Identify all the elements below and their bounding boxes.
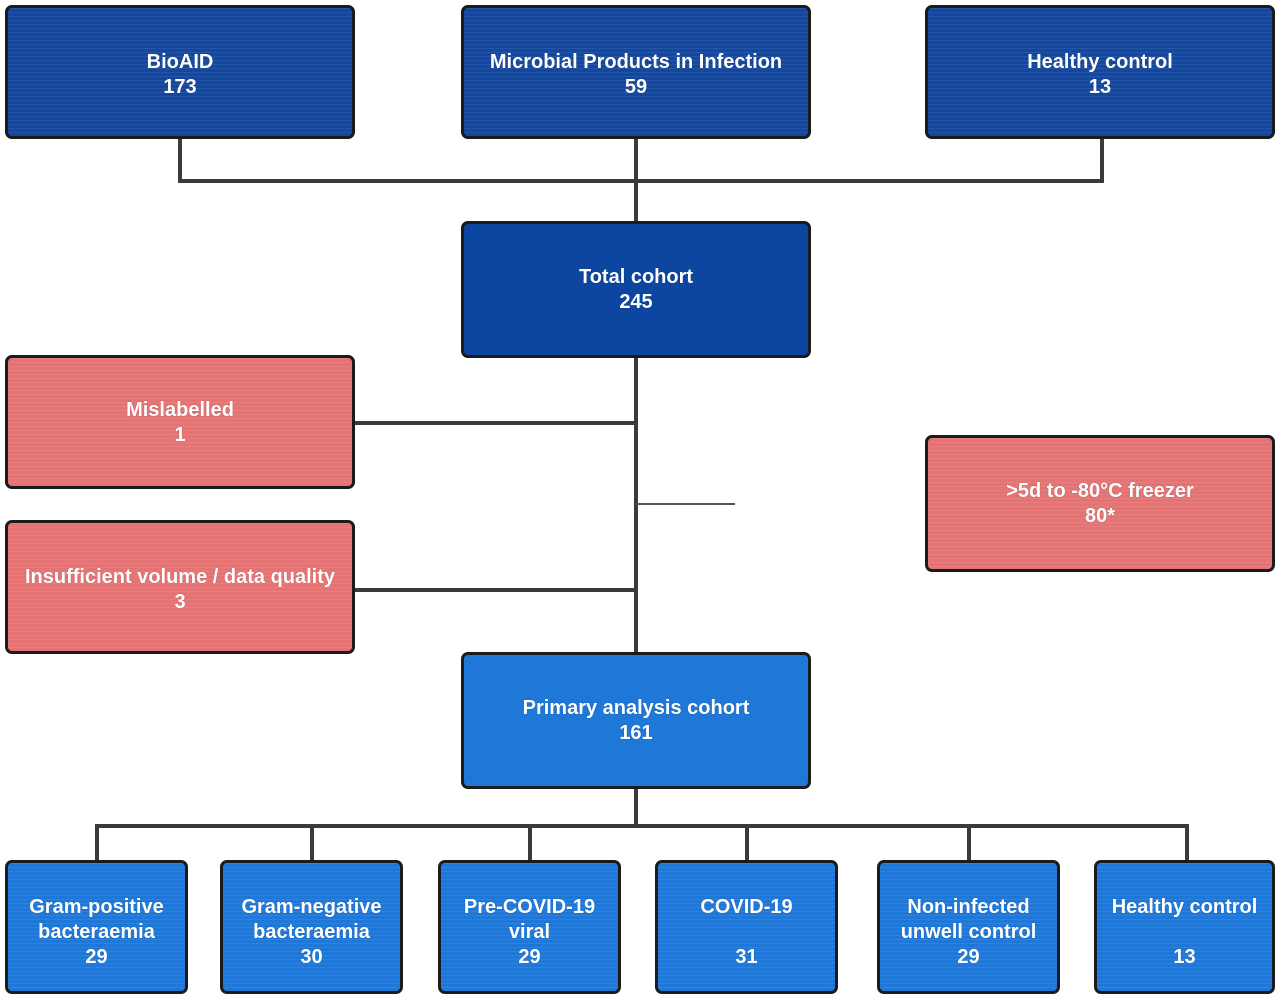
box-label-line1: Healthy control	[1111, 896, 1258, 918]
box-label: Healthy control	[1027, 51, 1173, 73]
box-label: >5d to -80°C freezer	[1006, 479, 1194, 502]
subgroup-box-pre-covid-viral: Pre-COVID-19 viral 29	[438, 860, 621, 994]
box-count: 31	[735, 946, 758, 968]
box-label-line1: Gram-negative	[241, 896, 382, 918]
box-count: 29	[85, 946, 108, 968]
box-count: 80*	[1084, 504, 1116, 527]
box-label-line2: bacteraemia	[38, 921, 155, 943]
box-count: 3	[174, 591, 186, 613]
box-count: 173	[163, 76, 197, 98]
subgroup-box-non-infected-unwell: Non-infected unwell control 29	[877, 860, 1060, 994]
box-count: 13	[1088, 76, 1112, 98]
exclusion-box-freezer: >5d to -80°C freezer 80*	[925, 435, 1275, 572]
box-count: 13	[1173, 946, 1196, 968]
box-count: 59	[624, 76, 648, 98]
box-label-line1: Gram-positive	[29, 896, 164, 918]
subgroup-box-covid-19: COVID-19 31	[655, 860, 838, 994]
box-label: Primary analysis cohort	[522, 696, 750, 719]
subgroup-box-gram-positive: Gram-positive bacteraemia 29	[5, 860, 188, 994]
box-label: Insufficient volume / data quality	[24, 566, 336, 588]
box-label-line1: Pre-COVID-19	[463, 896, 596, 918]
source-box-bioaid: BioAID 173	[5, 5, 355, 139]
exclusion-box-insufficient: Insufficient volume / data quality 3	[5, 520, 355, 654]
box-count: 29	[518, 946, 541, 968]
box-count: 29	[957, 946, 980, 968]
subgroup-box-healthy-control: Healthy control 13	[1094, 860, 1275, 994]
box-label: Total cohort	[578, 265, 694, 288]
source-box-microbial-products: Microbial Products in Infection 59	[461, 5, 811, 139]
box-count: 30	[300, 946, 323, 968]
box-label-line1: Non-infected	[907, 896, 1030, 918]
box-label: Microbial Products in Infection	[489, 51, 783, 73]
box-label-line1: COVID-19	[700, 896, 793, 918]
box-label: Mislabelled	[126, 399, 234, 421]
box-label-line2: unwell control	[900, 921, 1037, 943]
box-label: BioAID	[146, 51, 214, 73]
exclusion-box-mislabelled: Mislabelled 1	[5, 355, 355, 489]
box-label-line2: viral	[508, 921, 551, 943]
box-count: 245	[619, 290, 653, 313]
total-cohort-box: Total cohort 245	[461, 221, 811, 358]
box-count: 1	[174, 424, 186, 446]
primary-cohort-box: Primary analysis cohort 161	[461, 652, 811, 789]
box-count: 161	[619, 721, 653, 744]
box-label-line2: bacteraemia	[253, 921, 370, 943]
subgroup-box-gram-negative: Gram-negative bacteraemia 30	[220, 860, 403, 994]
source-box-healthy-control: Healthy control 13	[925, 5, 1275, 139]
